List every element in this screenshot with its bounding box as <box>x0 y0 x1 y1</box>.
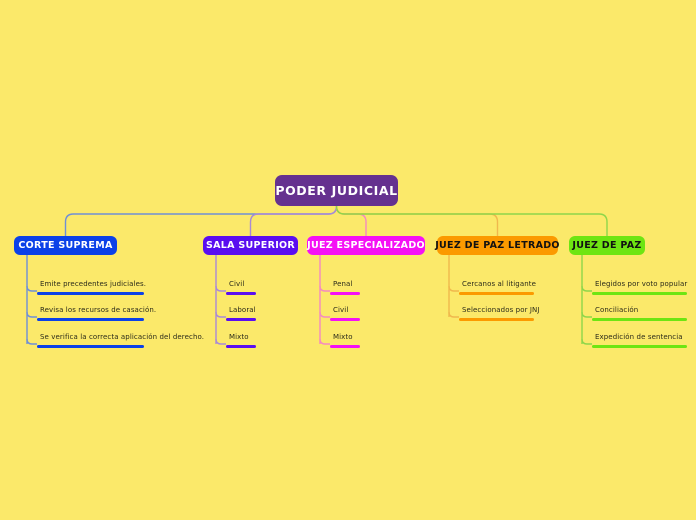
leaf-underline-bar <box>459 317 534 321</box>
leaf-underline-bar <box>592 291 687 295</box>
leaf-connector <box>26 311 37 318</box>
leaf-label: Elegidos por voto popular <box>595 280 688 288</box>
leaf-item[interactable]: Revisa los recursos de casación. <box>37 305 156 321</box>
leaf-label: Seleccionados por JNJ <box>462 306 540 314</box>
leaf-underline-bar <box>37 291 144 295</box>
leaf-item[interactable]: Civil <box>226 279 256 295</box>
leaf-label: Penal <box>333 280 353 288</box>
leaf-label: Civil <box>229 280 245 288</box>
leaf-label: Expedición de sentencia <box>595 333 683 341</box>
leaf-connector <box>319 338 330 345</box>
leaf-label: Se verifica la correcta aplicación del d… <box>40 333 205 341</box>
leaf-item[interactable]: Cercanos al litigante <box>459 279 536 295</box>
leaf-item[interactable]: Laboral <box>226 305 256 321</box>
leaf-item[interactable]: Mixto <box>226 332 256 348</box>
leaf-item[interactable]: Mixto <box>330 332 360 348</box>
leaf-item[interactable]: Expedición de sentencia <box>592 332 687 348</box>
leaf-underline-bar <box>459 291 534 295</box>
trunk-connector <box>249 205 338 236</box>
leaf-label: Emite precedentes judiciales. <box>40 280 147 288</box>
trunk-connector <box>335 205 608 236</box>
leaf-connector <box>581 311 592 318</box>
leaf-connector <box>581 285 592 292</box>
leaf-connector <box>448 285 459 292</box>
branch-node[interactable]: JUEZ ESPECIALIZADO <box>307 236 425 255</box>
leaf-underline-bar <box>226 291 256 295</box>
trunk-connector <box>335 205 499 236</box>
leaf-connector <box>215 285 226 292</box>
leaf-item[interactable]: Penal <box>330 279 360 295</box>
leaf-label: Cercanos al litigante <box>462 280 537 288</box>
leaf-underline-bar <box>37 344 144 348</box>
leaf-label: Civil <box>333 306 349 314</box>
leaf-item[interactable]: Se verifica la correcta aplicación del d… <box>37 332 204 348</box>
leaf-label: Revisa los recursos de casación. <box>40 306 157 314</box>
leaf-label: Mixto <box>229 333 249 341</box>
leaf-label: Laboral <box>229 306 256 314</box>
leaf-connector <box>26 338 37 345</box>
branch-node[interactable]: CORTE SUPREMA <box>14 236 117 255</box>
leaf-underline-bar <box>226 344 256 348</box>
leaf-underline-bar <box>37 317 144 321</box>
branch-node[interactable]: SALA SUPERIOR <box>203 236 298 255</box>
branch-node[interactable]: JUEZ DE PAZ LETRADO <box>435 236 560 255</box>
leaf-underline-bar <box>226 317 256 321</box>
leaf-underline-bar <box>592 317 687 321</box>
root-node[interactable]: PODER JUDICIAL <box>275 175 398 206</box>
leaf-item[interactable]: Elegidos por voto popular <box>592 279 687 295</box>
leaf-connector <box>319 311 330 318</box>
leaf-connector <box>319 285 330 292</box>
leaf-connector <box>215 338 226 345</box>
leaf-item[interactable]: Emite precedentes judiciales. <box>37 279 146 295</box>
leaf-label: Conciliación <box>595 306 639 314</box>
leaf-item[interactable]: Civil <box>330 305 360 321</box>
branch-node[interactable]: JUEZ DE PAZ <box>569 236 645 255</box>
leaf-connector <box>215 311 226 318</box>
leaf-item[interactable]: Seleccionados por JNJ <box>459 305 540 321</box>
trunk-connector <box>335 205 367 236</box>
leaf-item[interactable]: Conciliación <box>592 305 687 321</box>
leaf-underline-bar <box>330 291 360 295</box>
trunk-connector <box>64 205 338 236</box>
leaf-label: Mixto <box>333 333 353 341</box>
leaf-connector <box>581 338 592 345</box>
leaf-underline-bar <box>330 317 360 321</box>
leaf-connector <box>26 285 37 292</box>
leaf-underline-bar <box>592 344 687 348</box>
leaf-underline-bar <box>330 344 360 348</box>
leaf-connector <box>448 311 459 318</box>
